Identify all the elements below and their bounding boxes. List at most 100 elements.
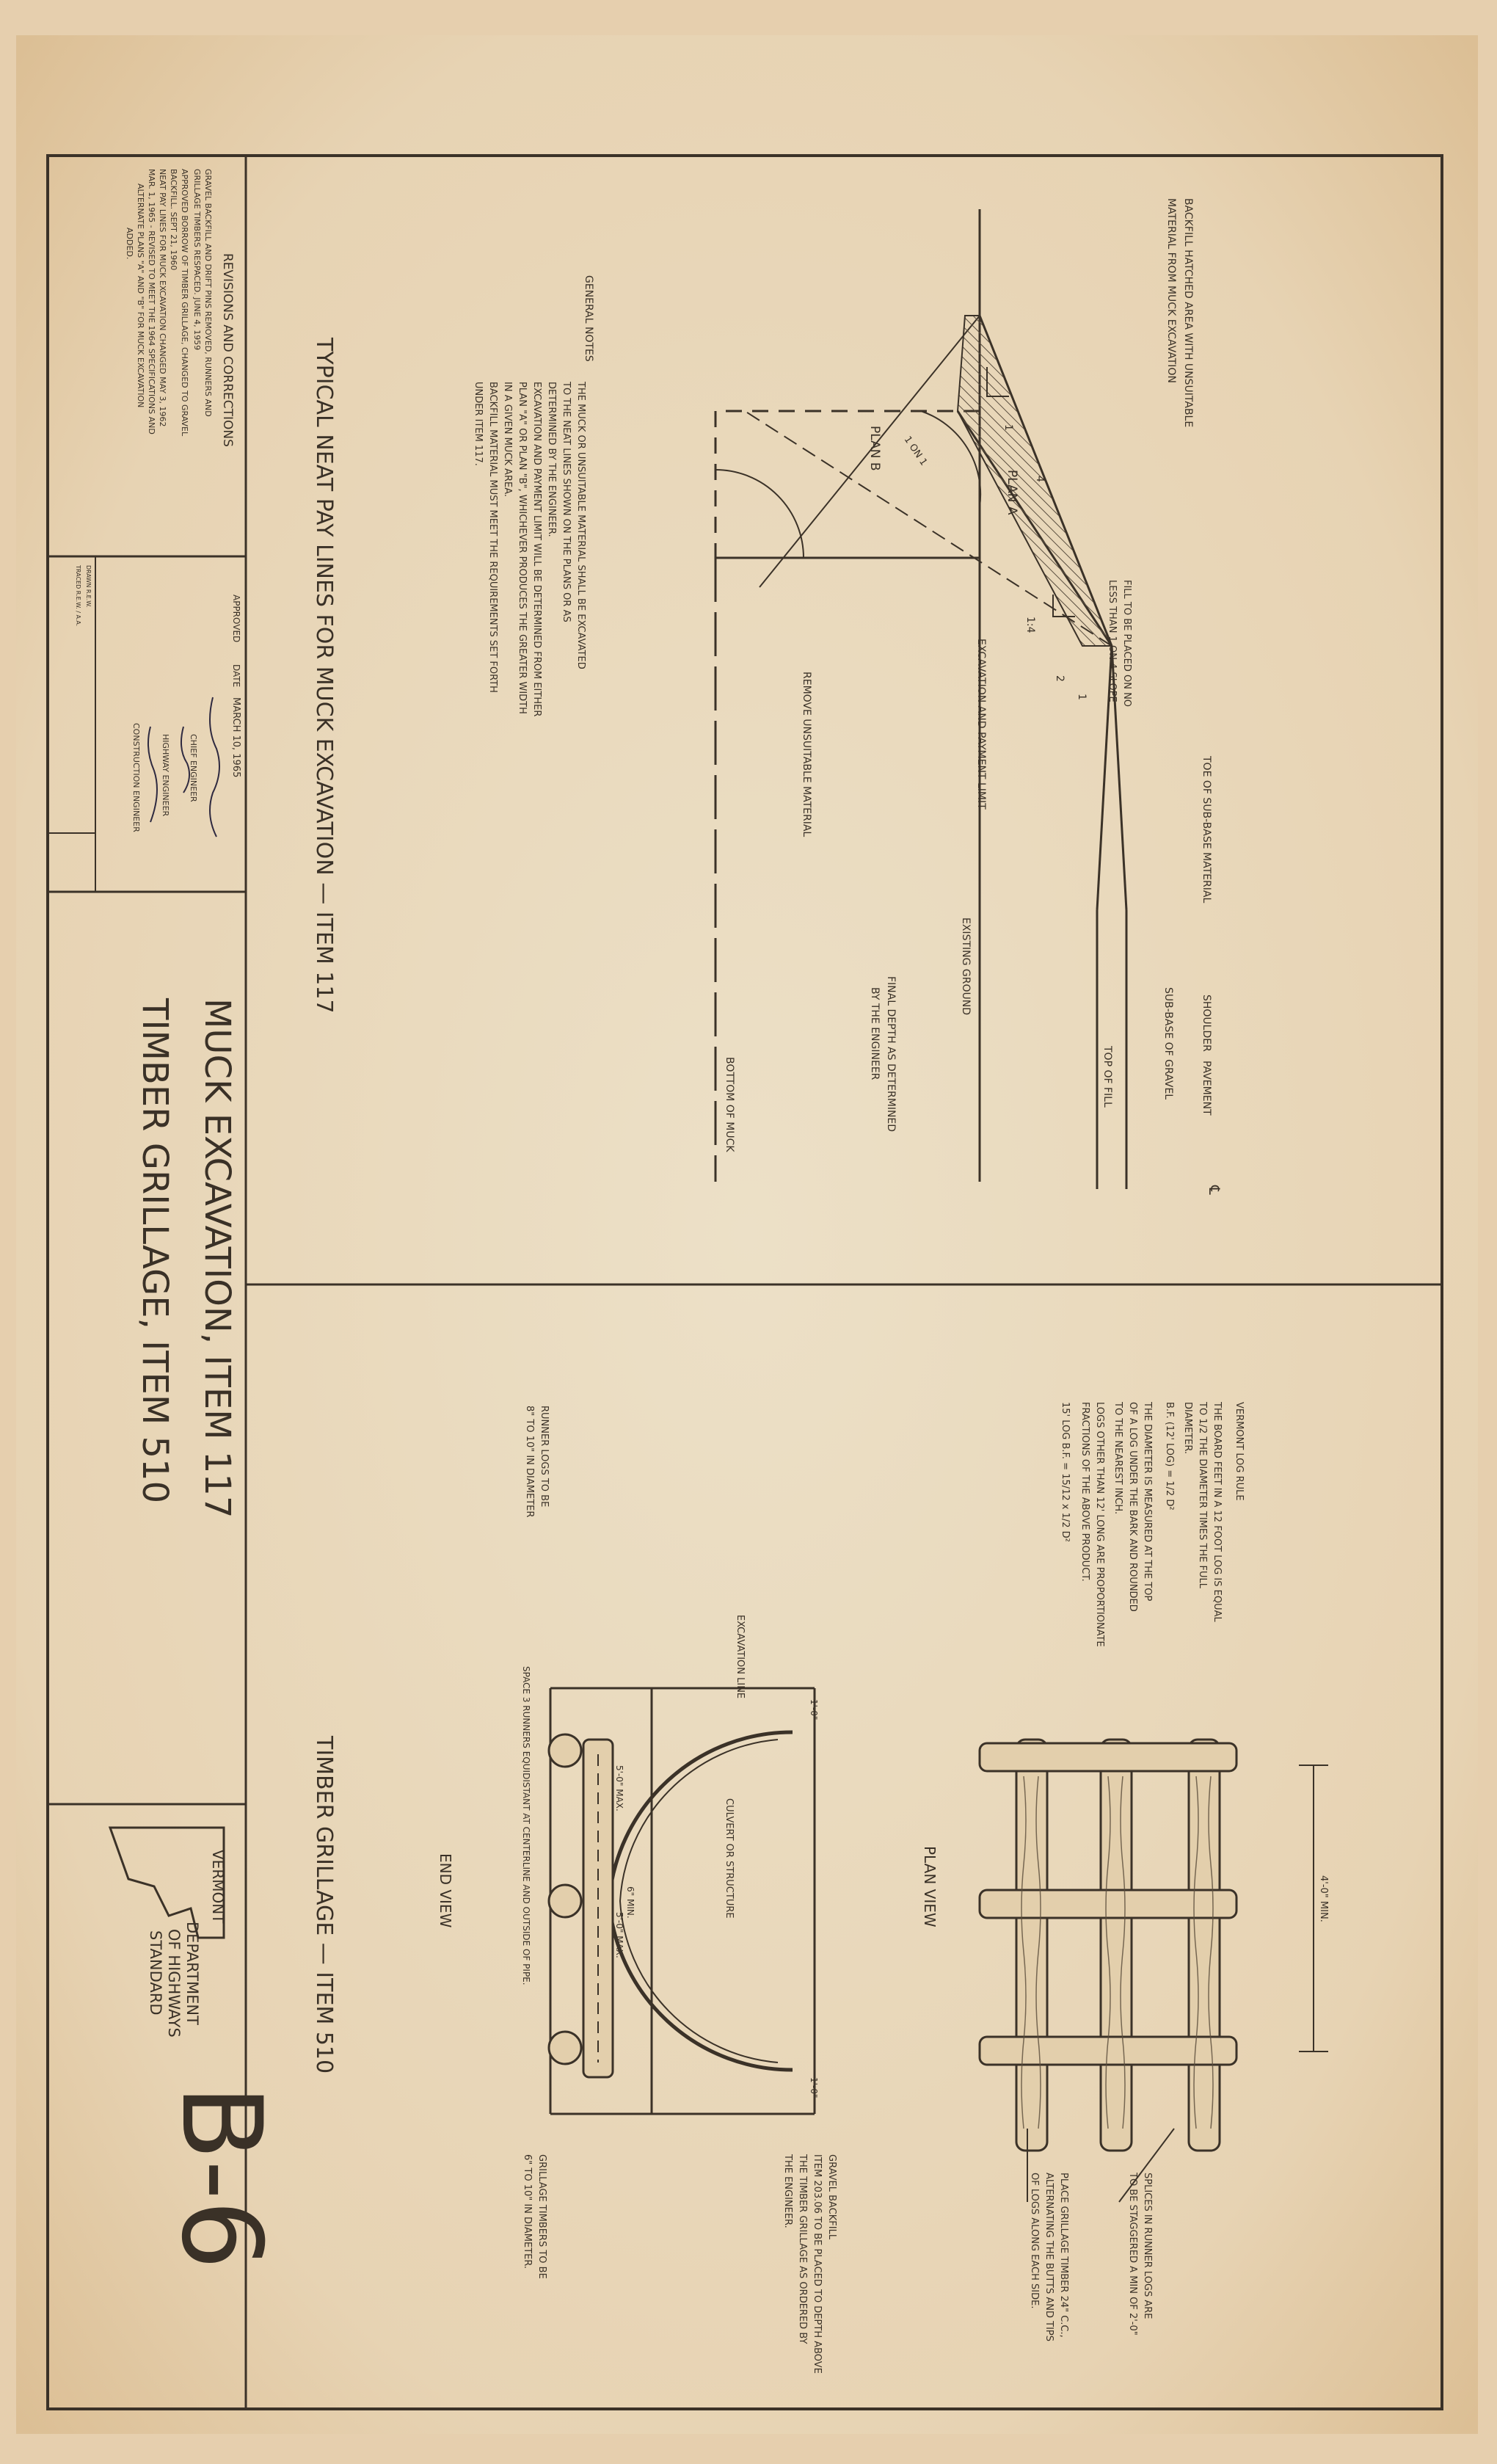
signature-chief [209, 697, 220, 837]
shoulder-label: SHOULDER [1201, 995, 1212, 1052]
dim-4ft-label: 4'-0" MIN. [1318, 1875, 1329, 1922]
dim-5ft-a-label: 5'-0" MAX. [614, 1765, 624, 1811]
runner-label-1: RUNNER LOGS TO BE [539, 1406, 550, 1507]
agency-line-3: STANDARD [147, 1930, 164, 2016]
date-label: DATE [231, 664, 241, 687]
vermont-outline-icon [108, 1826, 225, 1939]
chief-engineer-label: CHIEF ENGINEER [189, 734, 198, 802]
slope-2-label: 2 [1054, 675, 1066, 682]
gravel-label-3: THE TIMBER GRILLAGE AS ORDERED BY [797, 2154, 808, 2344]
backfill-label-2: MATERIAL FROM MUCK EXCAVATION [1165, 198, 1177, 383]
log-rule-line-5: B.F. (12' LOG) = 1/2 D² [1164, 1402, 1175, 1511]
excavation-line-label: EXCAVATION LINE [735, 1615, 746, 1698]
gravel-label-2: ITEM 203.06 TO BE PLACED TO DEPTH ABOVE [812, 2154, 823, 2374]
slope-1-4-label: 1:4 [1024, 617, 1036, 633]
muck-section [714, 209, 1128, 1189]
log-rule-line-6: THE DIAMETER IS MEASURED AT THE TOP [1142, 1401, 1153, 1601]
note-line-4: EXCAVATION AND PAYMENT LIMIT WILL BE DET… [531, 382, 542, 716]
bottom-muck-label: BOTTOM OF MUCK [724, 1057, 735, 1152]
note-line-6: IN A GIVEN MUCK AREA. [502, 382, 513, 497]
end-view-label: END VIEW [437, 1853, 454, 1928]
subbase-label: SUB-BASE OF GRAVEL [1162, 987, 1174, 1100]
grillage-label-1: GRILLAGE TIMBERS TO BE [536, 2154, 547, 2279]
log-rule-line-3: TO 1/2 THE DIAMETER TIMES THE FULL [1197, 1401, 1208, 1589]
plan-a-label: PLAN A [1005, 470, 1019, 515]
agency-state: VERMONT [209, 1850, 227, 1924]
approved-label: APPROVED [231, 595, 241, 642]
excavation-limit-label: EXCAVATION AND PAYMENT LIMIT [975, 639, 987, 810]
timber-section-title: TIMBER GRILLAGE — ITEM 510 [311, 1735, 337, 2074]
plan-view-label: PLAN VIEW [921, 1846, 939, 1927]
revisions-heading: REVISIONS AND CORRECTIONS [220, 253, 235, 447]
log-rule-line-11: 15' LOG B.F. = 15/12 x 1/2 D² [1060, 1402, 1071, 1542]
date-value: MARCH 10, 1965 [230, 697, 241, 777]
note-line-5: PLAN "A" OR PLAN "B", WHICHEVER PRODUCES… [517, 382, 528, 714]
culvert-label: CULVERT OR STRUCTURE [724, 1798, 735, 1919]
note-line-2: TO THE NEAT LINES SHOWN ON THE PLANS OR … [561, 381, 572, 622]
slope-1b-label: 1 [1076, 694, 1088, 700]
title-line-1: MUCK EXCAVATION, ITEM 117 [197, 998, 238, 1518]
pavement-label: PAVEMENT [1201, 1061, 1212, 1116]
revision-line-8: ADDED. [125, 228, 134, 259]
highway-engineer-label: HIGHWAY ENGINEER [161, 734, 170, 817]
final-depth-label-1: FINAL DEPTH AS DETERMINED [885, 976, 897, 1132]
grillage-timber [978, 1889, 1238, 1919]
muck-labels: BACKFILL HATCHED AREA WITH UNSUITABLE MA… [724, 198, 1223, 1195]
backfill-label-1: BACKFILL HATCHED AREA WITH UNSUITABLE [1182, 198, 1194, 427]
revision-line-2: GRILLAGE TIMBERS RESPACED. JUNE 4, 1959 [192, 169, 202, 350]
paper [16, 35, 1478, 2434]
traced-label: TRACED R.E.W. / A.A. [75, 564, 81, 626]
dim-1ft-a-label: 1'-0" [809, 1699, 819, 1720]
signature-highway [180, 726, 191, 793]
general-notes-label: GENERAL NOTES [583, 275, 594, 362]
log-rule-line-2: THE BOARD FEET IN A 12 FOOT LOG IS EQUAL [1212, 1401, 1223, 1623]
construction-engineer-label: CONSTRUCTION ENGINEER [131, 723, 141, 832]
note-line-8: UNDER ITEM 117. [473, 382, 484, 466]
timber-section: VERMONT LOG RULE THE BOARD FEET IN A 12 … [311, 1401, 1329, 2374]
fill-slope-label-2: LESS THAN 1 ON 4 SLOPE [1107, 580, 1118, 702]
final-depth-label-2: BY THE ENGINEER [869, 987, 881, 1080]
remove-label: REMOVE UNSUITABLE MATERIAL [801, 672, 812, 837]
gravel-label-4: THE ENGINEER. [782, 2154, 793, 2228]
fill-slope-label-1: FILL TO BE PLACED ON NO [1121, 580, 1132, 707]
centerline-symbol: ℄ [1206, 1185, 1223, 1195]
log-rule-line-4: DIAMETER. [1182, 1402, 1193, 1454]
revision-line-7: ALTERNATE PLANS "A" AND "B" FOR MUCK EXC… [136, 183, 145, 407]
drawn-label: DRAWN R.E.W. [85, 565, 92, 608]
sheet-number: B-6 [157, 2085, 285, 2269]
slope-1-label: 1 [1002, 424, 1014, 431]
grillage-label-2: 6" TO 10" IN DIAMETER. [522, 2154, 533, 2269]
muck-section-title: TYPICAL NEAT PAY LINES FOR MUCK EXCAVATI… [311, 337, 337, 1014]
grillage-timber [978, 1742, 1238, 1773]
revision-line-1: GRAVEL BACKFILL AND DRIFT PINS REMOVED, … [203, 169, 213, 417]
splices-label-1: SPLICES IN RUNNER LOGS ARE [1142, 2173, 1153, 2319]
plan-b-label: PLAN B [867, 426, 882, 471]
place-label-2: ALTERNATING THE BUTTS AND TIPS [1043, 2173, 1055, 2341]
title-block: MUCK EXCAVATION, ITEM 117 TIMBER GRILLAG… [134, 997, 238, 1518]
general-notes: GENERAL NOTES THE MUCK OR UNSUITABLE MAT… [473, 275, 594, 716]
toe-label: TOE OF SUB-BASE MATERIAL [1201, 755, 1212, 903]
agency-block: VERMONT DEPARTMENT OF HIGHWAYS STANDARD … [108, 1826, 285, 2269]
splices-label-2: TO BE STAGGERED A MIN OF 2'-0" [1127, 2172, 1138, 2336]
dim-1ft-b-label: 1'-0" [809, 2077, 819, 2098]
dim-5ft-b-label: 5'-0" MAX. [614, 1912, 624, 1958]
note-line-7: BACKFILL MATERIAL MUST MEET THE REQUIREM… [487, 382, 498, 693]
approval-block: APPROVED DATE MARCH 10, 1965 CHIEF ENGIN… [75, 564, 241, 837]
dim-6in-label: 6" MIN. [625, 1886, 635, 1919]
title-line-2: TIMBER GRILLAGE, ITEM 510 [134, 997, 175, 1503]
log-rule-line-7: OF A LOG UNDER THE BARK AND ROUNDED [1127, 1402, 1138, 1612]
slope-4-label: 4 [1034, 476, 1046, 482]
gravel-label-1: GRAVEL BACKFILL [826, 2154, 837, 2240]
agency-line-1: DEPARTMENT [183, 1922, 201, 2025]
runner-label-2: 8" TO 10" IN DIAMETER [524, 1406, 535, 1517]
revision-line-3: APPROVED BORROW OF TIMBER GRILLAGE, CHAN… [180, 169, 189, 437]
log-rule-line-10: FRACTIONS OF THE ABOVE PRODUCT. [1079, 1402, 1090, 1582]
revision-line-6: MAR. 1, 1965 - REVISED TO MEET THE 1964 … [147, 169, 156, 435]
existing-ground-label: EXISTING GROUND [960, 917, 972, 1015]
log-rule-line-8: TO THE NEAREST INCH. [1112, 1401, 1123, 1514]
sheet-border [46, 154, 1443, 2410]
space-runners-label: SPACE 3 RUNNERS EQUIDISTANT AT CENTERLIN… [521, 1666, 531, 1985]
top-fill-label: TOP OF FILL [1101, 1045, 1113, 1108]
signature-construction [147, 726, 158, 823]
